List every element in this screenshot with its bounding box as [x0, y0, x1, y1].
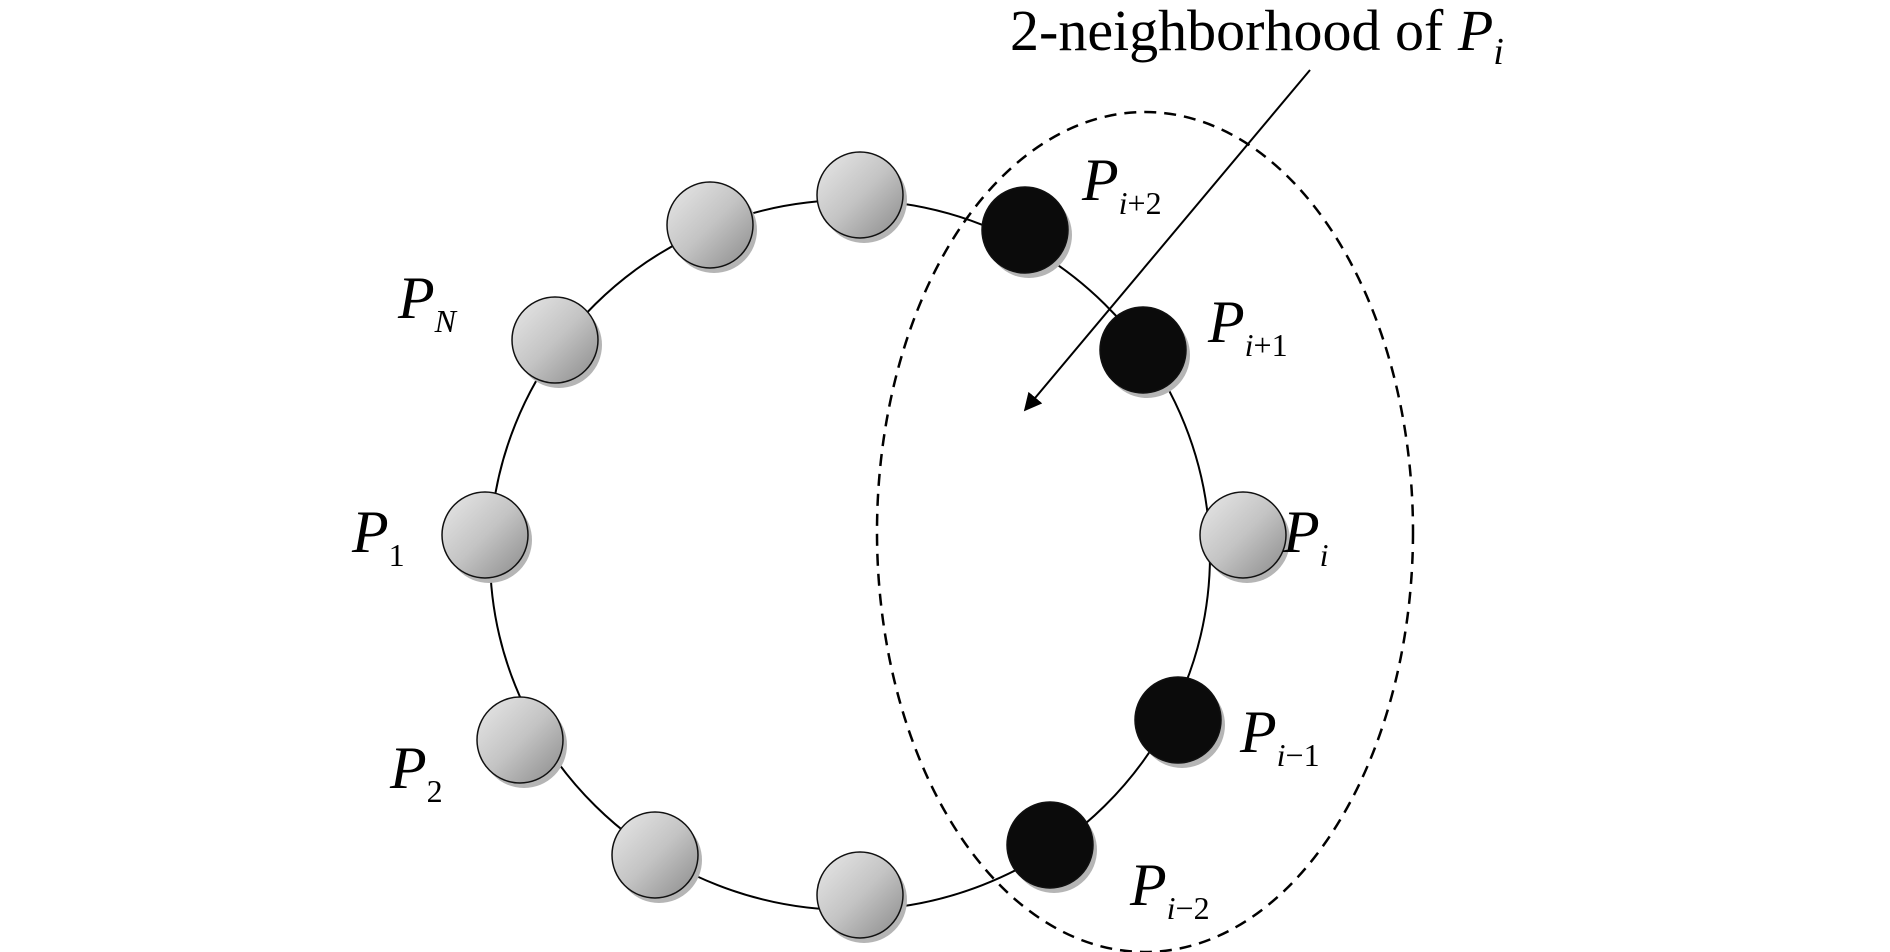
ring-node-n3 — [511, 296, 602, 388]
node-circle — [441, 491, 529, 579]
ring-node-n6 — [611, 811, 702, 903]
node-label-n4: P1 — [351, 499, 405, 573]
ring-node-n11 — [1099, 306, 1190, 398]
node-circle — [666, 181, 754, 269]
neighbor-node-circle — [1099, 306, 1187, 394]
ring-node-n2 — [666, 181, 757, 273]
ring-node-n8 — [1006, 801, 1097, 893]
neighbor-node-circle — [1006, 801, 1094, 889]
node-label-n5: P2 — [389, 735, 443, 809]
annotation-title: 2-neighborhood of Pi — [1010, 0, 1504, 73]
ring-node-n4 — [441, 491, 532, 583]
node-circle — [816, 851, 904, 939]
node-label-n10: Pi — [1282, 499, 1329, 573]
neighbor-node-circle — [1134, 676, 1222, 764]
ring-node-n1 — [816, 151, 907, 243]
ring-node-n10 — [1199, 491, 1290, 583]
nodes-layer — [441, 151, 1290, 943]
node-label-n3: PN — [397, 265, 458, 339]
node-circle — [1199, 491, 1287, 579]
ring-node-n0 — [981, 186, 1072, 278]
neighborhood-ellipse — [875, 110, 1415, 952]
node-label-n8: Pi−2 — [1129, 852, 1210, 926]
ring-circle — [489, 199, 1211, 911]
node-label-n0: Pi+2 — [1081, 147, 1162, 221]
ring-node-n9 — [1134, 676, 1225, 768]
node-circle — [476, 696, 564, 784]
annotation-arrow — [1023, 69, 1311, 412]
node-circle — [816, 151, 904, 239]
node-label-n9: Pi−1 — [1239, 699, 1320, 773]
node-circle — [611, 811, 699, 899]
ring-node-n7 — [816, 851, 907, 943]
node-circle — [511, 296, 599, 384]
neighbor-node-circle — [981, 186, 1069, 274]
node-label-n11: Pi+1 — [1207, 289, 1288, 363]
ring-node-n5 — [476, 696, 567, 788]
